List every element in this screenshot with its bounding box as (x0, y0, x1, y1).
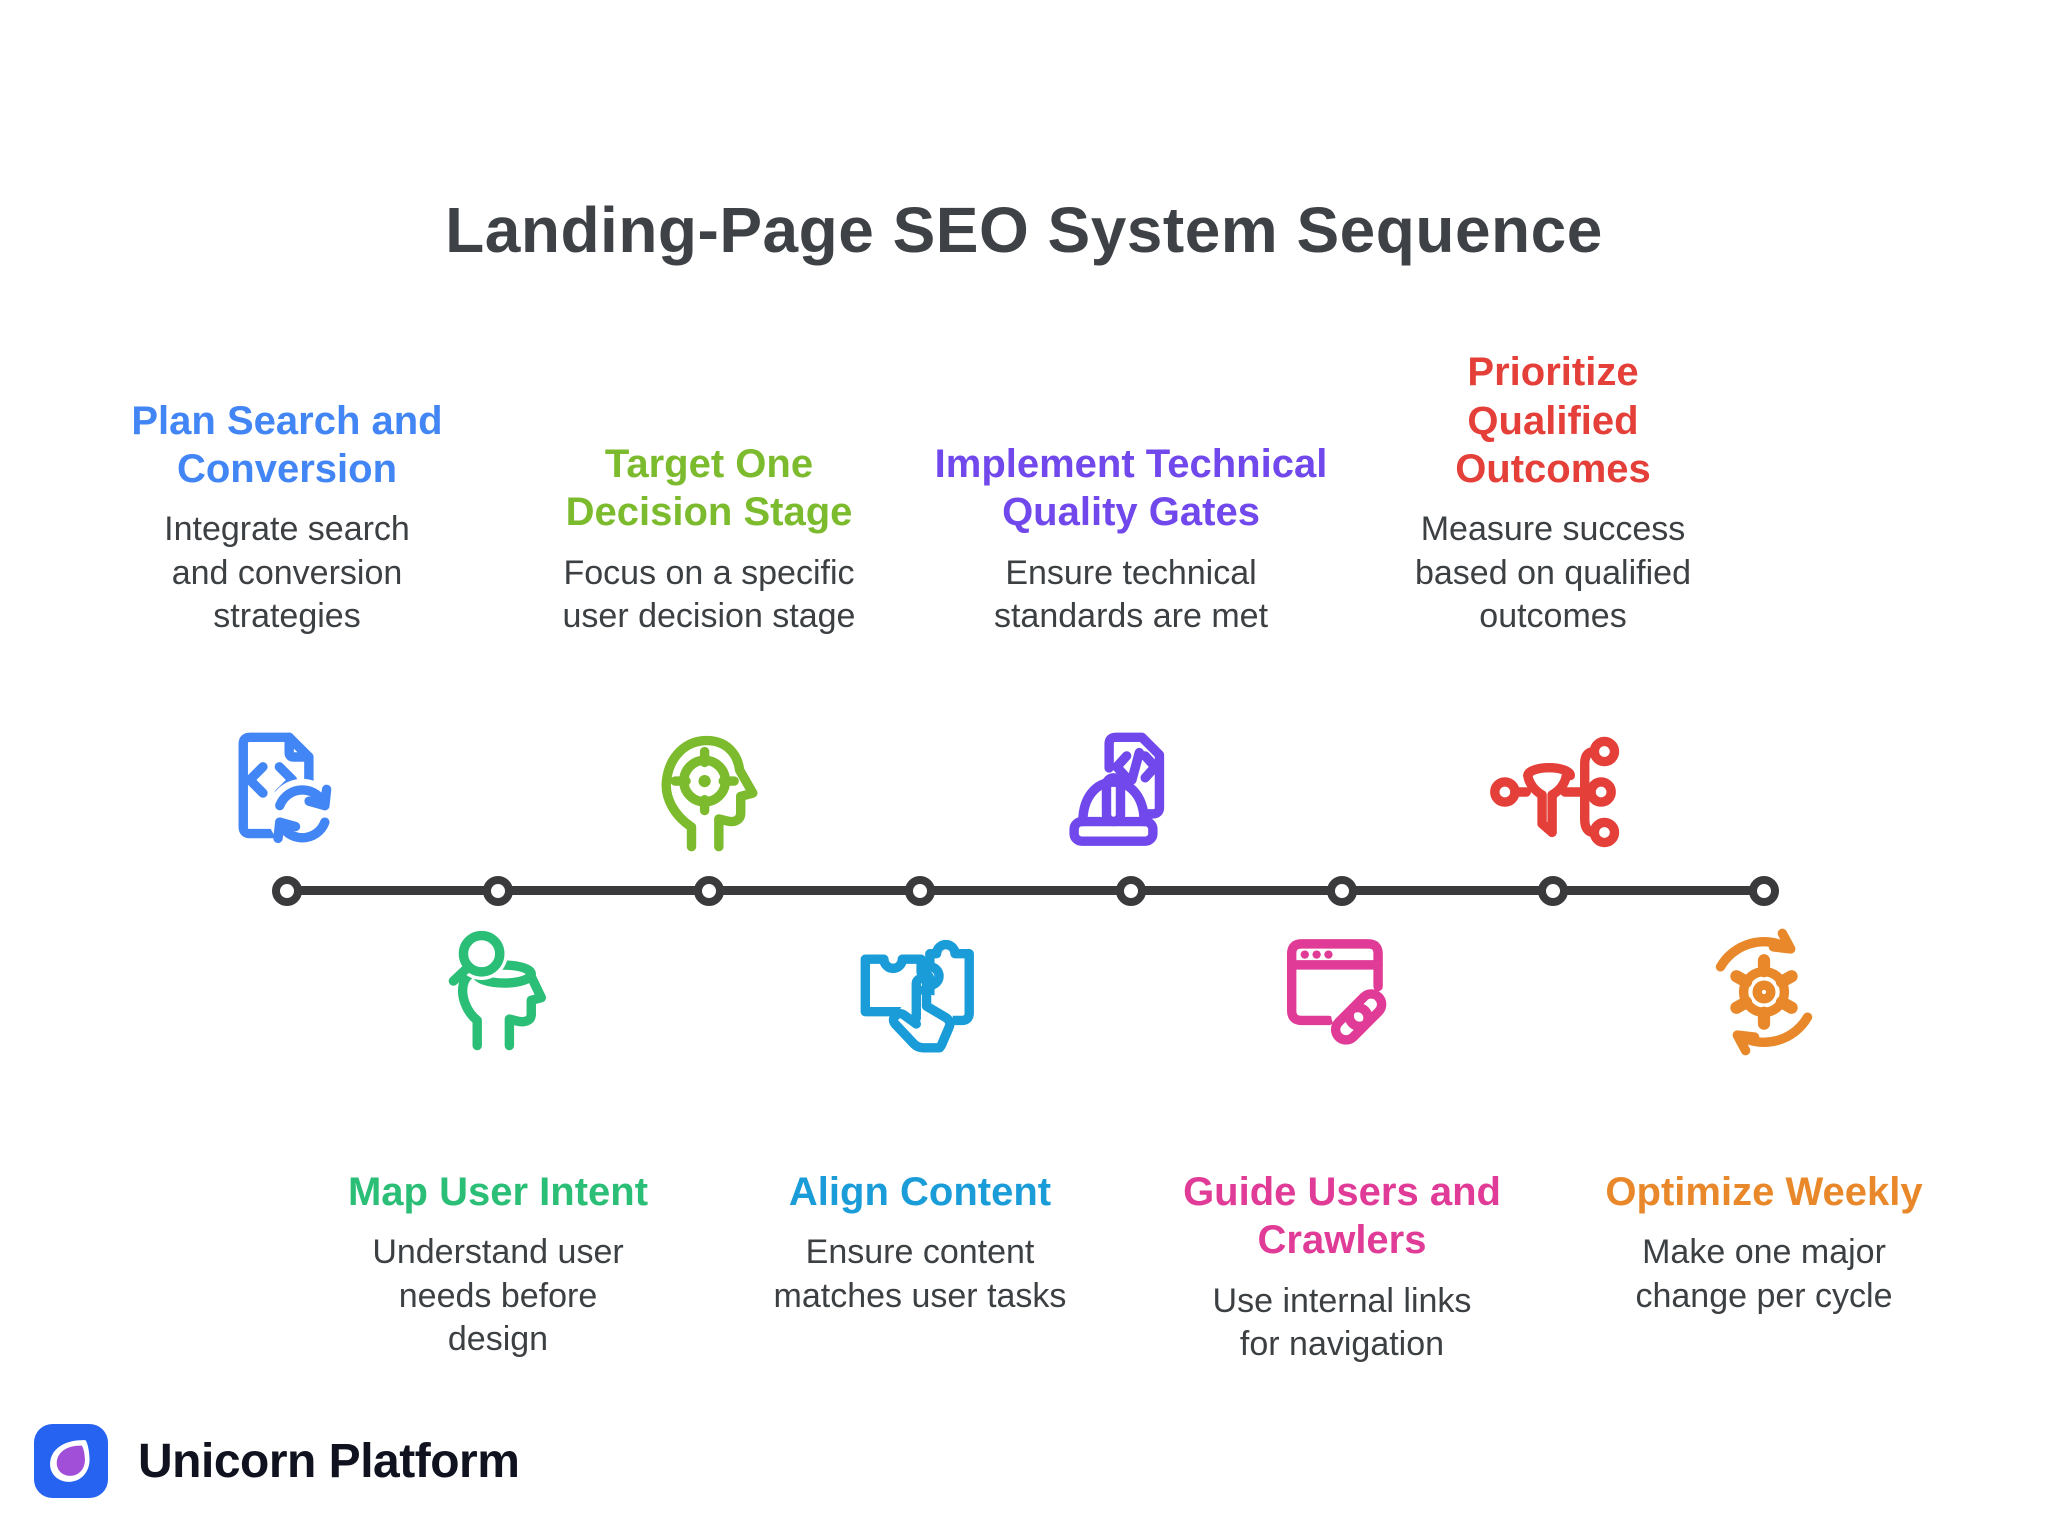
page-title: Landing-Page SEO System Sequence (445, 193, 1603, 266)
step-map-user-intent: Map User Intent Understand user needs be… (298, 1168, 698, 1361)
head-target-icon (639, 722, 779, 862)
funnel-branch-icon (1483, 722, 1623, 862)
step-heading: Guide Users and Crawlers (1183, 1170, 1501, 1263)
step-prioritize-qualified-outcomes: Prioritize Qualified Outcomes Measure su… (1353, 348, 1753, 638)
hardhat-code-icon (1061, 722, 1201, 862)
timeline-node (1538, 876, 1568, 906)
step-implement-technical-quality-gates: Implement Technical Quality Gates Ensure… (931, 440, 1331, 638)
step-optimize-weekly: Optimize Weekly Make one major change pe… (1564, 1168, 1964, 1318)
step-heading: Plan Search and Conversion (131, 398, 443, 492)
timeline-node (272, 876, 302, 906)
timeline-node (694, 876, 724, 906)
gear-cycle-icon (1694, 922, 1834, 1062)
step-heading: Map User Intent (347, 1170, 649, 1214)
step-heading: Prioritize Qualified Outcomes (1455, 350, 1651, 492)
step-description: Ensure content matches user tasks (773, 1233, 1067, 1315)
head-magnifier-icon (428, 922, 568, 1062)
step-description: Integrate search and conversion strategi… (164, 510, 410, 635)
step-description: Focus on a specific user decision stage (562, 553, 856, 635)
step-heading: Implement Technical Quality Gates (934, 441, 1328, 535)
step-description: Measure success based on qualified outco… (1414, 510, 1691, 635)
timeline-node (1749, 876, 1779, 906)
step-description: Make one major change per cycle (1635, 1233, 1893, 1315)
step-description: Understand user needs before design (372, 1233, 624, 1358)
puzzle-hand-icon (850, 922, 990, 1062)
unicorn-platform-logo-icon (34, 1424, 108, 1498)
step-heading: Target One Decision Stage (565, 441, 853, 535)
timeline-line (287, 886, 1764, 895)
brand-name: Unicorn Platform (138, 1434, 520, 1488)
browser-link-icon (1272, 922, 1412, 1062)
document-code-sync-icon (217, 722, 357, 862)
brand-footer: Unicorn Platform (34, 1424, 520, 1498)
step-plan-search-and-conversion: Plan Search and Conversion Integrate sea… (87, 397, 487, 638)
step-description: Ensure technical standards are met (993, 553, 1269, 635)
step-description: Use internal links for navigation (1212, 1281, 1472, 1363)
step-align-content: Align Content Ensure content matches use… (720, 1168, 1120, 1318)
timeline-node (1327, 876, 1357, 906)
step-target-one-decision-stage: Target One Decision Stage Focus on a spe… (509, 440, 909, 638)
timeline-node (1116, 876, 1146, 906)
step-heading: Optimize Weekly (1605, 1170, 1923, 1214)
step-heading: Align Content (788, 1170, 1052, 1214)
timeline-node (483, 876, 513, 906)
timeline-node (905, 876, 935, 906)
step-guide-users-and-crawlers: Guide Users and Crawlers Use internal li… (1142, 1168, 1542, 1366)
